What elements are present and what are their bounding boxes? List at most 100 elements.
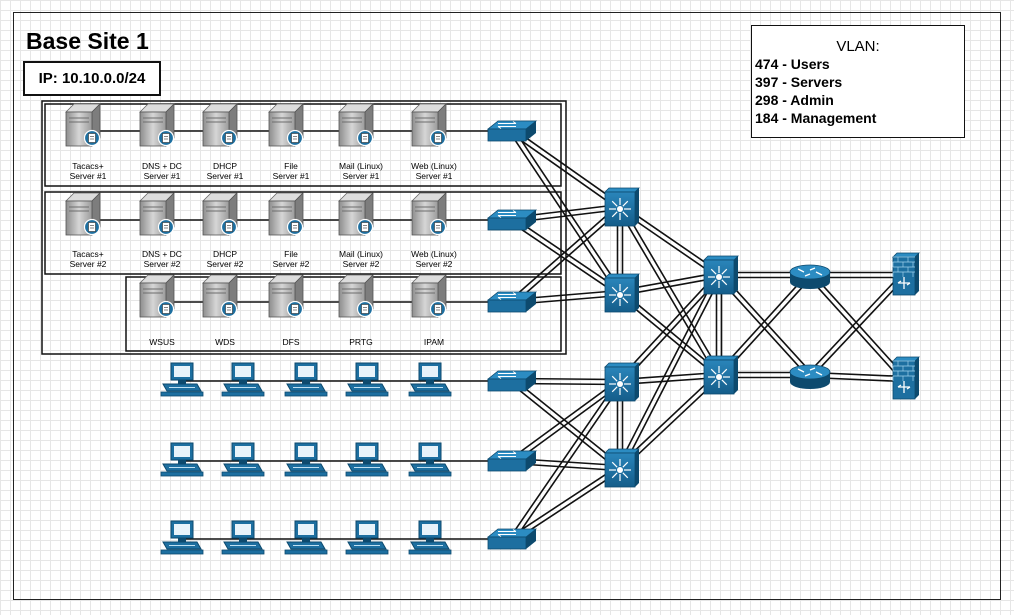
workstation-icon [408, 362, 452, 397]
diagram-frame [13, 12, 1001, 600]
server-label: Tacacs+Server #1 [70, 161, 107, 181]
uplink [510, 132, 620, 210]
switch-icon [486, 450, 538, 472]
workstation-icon [408, 442, 452, 477]
workstation-icon [408, 520, 452, 555]
workstation-icon [221, 442, 265, 477]
server-icon [338, 192, 374, 236]
server-group-2 [44, 191, 562, 275]
workstation-icon [284, 362, 328, 397]
server-label-line: Tacacs+ [72, 161, 103, 171]
server-label-line: Server #1 [343, 171, 380, 181]
core-link [617, 273, 718, 468]
switch-icon [486, 528, 538, 550]
server-label-line: Server #1 [416, 171, 453, 181]
server-label-line: Server #2 [207, 259, 244, 269]
server-label-line: DHCP [213, 249, 237, 259]
server-label-line: Server #1 [70, 171, 107, 181]
server-label: DFS [283, 337, 300, 347]
server-label: IPAM [424, 337, 444, 347]
server-label-line: File [284, 249, 298, 259]
switch-icon [486, 120, 538, 142]
firewall-link [807, 272, 903, 374]
vlan-entry-admin: 298 - Admin [755, 92, 834, 108]
server-icon [411, 274, 447, 318]
multilayer-switch-icon [604, 273, 640, 313]
switch-icon [486, 209, 538, 231]
vlan-entry-users: 474 - Users [755, 56, 830, 72]
workstation-icon [221, 520, 265, 555]
firewall-icon [892, 252, 920, 296]
server-icon [338, 103, 374, 147]
multilayer-switch-icon [703, 355, 739, 395]
workstation-icon [345, 362, 389, 397]
server-label-line: Tacacs+ [72, 249, 103, 259]
router-icon [789, 264, 831, 289]
server-label-line: Mail (Linux) [339, 161, 383, 171]
server-icon [338, 274, 374, 318]
uplink [509, 131, 619, 295]
vlan-legend-title: VLAN: [836, 38, 880, 55]
multilayer-switch-icon [604, 187, 640, 227]
server-label-line: Server #1 [207, 171, 244, 181]
workstation-icon [160, 520, 204, 555]
workstation-icon [160, 442, 204, 477]
firewall-link [811, 272, 907, 378]
server-label-line: Server #2 [70, 259, 107, 269]
server-icon [268, 103, 304, 147]
server-label-line: WSUS [149, 337, 175, 347]
uplink [510, 379, 619, 460]
server-label-line: Server #2 [273, 259, 310, 269]
firewall-icon [892, 356, 920, 400]
server-icon [139, 103, 175, 147]
server-icon [202, 274, 238, 318]
switch-icon [486, 370, 538, 392]
server-label: Web (Linux)Server #2 [411, 249, 457, 269]
firewall-link [807, 276, 903, 382]
server-label: WDS [215, 337, 235, 347]
server-label: Mail (Linux)Server #2 [339, 249, 383, 269]
vlan-entry-servers: 397 - Servers [755, 74, 843, 90]
uplink [509, 380, 619, 539]
uplink [510, 465, 620, 538]
servers-container [41, 100, 567, 355]
server-label: PRTG [349, 337, 372, 347]
workstation-icon [345, 520, 389, 555]
core-link [617, 207, 718, 377]
server-label-line: Mail (Linux) [339, 249, 383, 259]
server-icon [202, 103, 238, 147]
server-label-line: Web (Linux) [411, 249, 457, 259]
uplink [513, 383, 622, 464]
server-icon [65, 192, 101, 236]
workstation-icon [221, 362, 265, 397]
server-icon [411, 103, 447, 147]
firewall-link [811, 276, 907, 378]
ip-subnet-box: IP: 10.10.0.0/24 [23, 61, 161, 96]
vlan-legend: VLAN: 474 - Users 397 - Servers 298 - Ad… [751, 25, 965, 138]
server-label-line: Server #1 [273, 171, 310, 181]
ip-subnet-label: IP: 10.10.0.0/24 [38, 70, 146, 87]
server-label: Tacacs+Server #2 [70, 249, 107, 269]
server-label-line: PRTG [349, 337, 372, 347]
server-icon [411, 192, 447, 236]
server-label-line: DHCP [213, 161, 237, 171]
server-label-line: Server #2 [144, 259, 181, 269]
server-icon [139, 192, 175, 236]
workstation-icon [284, 520, 328, 555]
core-link [617, 272, 718, 381]
server-label-line: DFS [283, 337, 300, 347]
server-label: Web (Linux)Server #1 [411, 161, 457, 181]
server-label-line: Server #2 [416, 259, 453, 269]
uplink [509, 204, 619, 301]
vlan-entry-management: 184 - Management [755, 110, 877, 126]
server-label-line: DNS + DC [142, 161, 182, 171]
uplink [513, 382, 623, 541]
uplink [513, 208, 623, 305]
server-label: WSUS [149, 337, 175, 347]
